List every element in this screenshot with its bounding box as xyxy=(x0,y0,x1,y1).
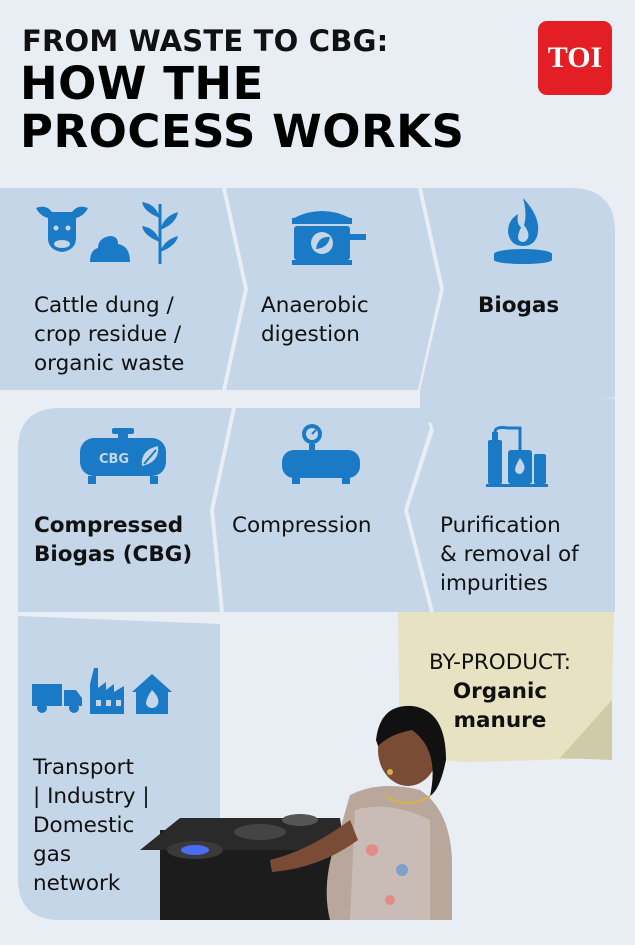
page-title: HOW THE PROCESS WORKS xyxy=(20,60,464,156)
step-label-feedstock: Cattle dung /crop residue /organic waste xyxy=(34,293,185,376)
compressor-icon xyxy=(282,424,360,484)
title-line-2: HOW THE xyxy=(20,57,264,110)
title-line-3: PROCESS WORKS xyxy=(20,105,465,158)
cow-dung-plant-icon xyxy=(36,202,178,264)
cbg-cylinder-label: CBG xyxy=(99,452,129,467)
title-line-1: FROM WASTE TO CBG: xyxy=(22,24,389,58)
gas-flame-icon xyxy=(494,198,552,264)
purification-plant-icon xyxy=(486,426,548,487)
by-product-note: BY-PRODUCT: Organic manure xyxy=(400,648,600,735)
by-product-label: BY-PRODUCT: xyxy=(428,650,572,675)
cbg-cylinder-icon: CBG xyxy=(80,428,166,484)
toi-logo: TOI xyxy=(538,21,612,95)
sticky-note xyxy=(398,612,614,762)
step-label-biogas: Biogas xyxy=(478,293,560,318)
woman-cooking-photo xyxy=(140,705,452,920)
by-product-line-1: Organic xyxy=(452,679,548,704)
by-product-line-2: manure xyxy=(453,708,547,733)
step-label-compression: Compression xyxy=(232,513,372,538)
digester-tank-icon xyxy=(292,211,366,265)
truck-factory-house-icon xyxy=(32,668,172,714)
